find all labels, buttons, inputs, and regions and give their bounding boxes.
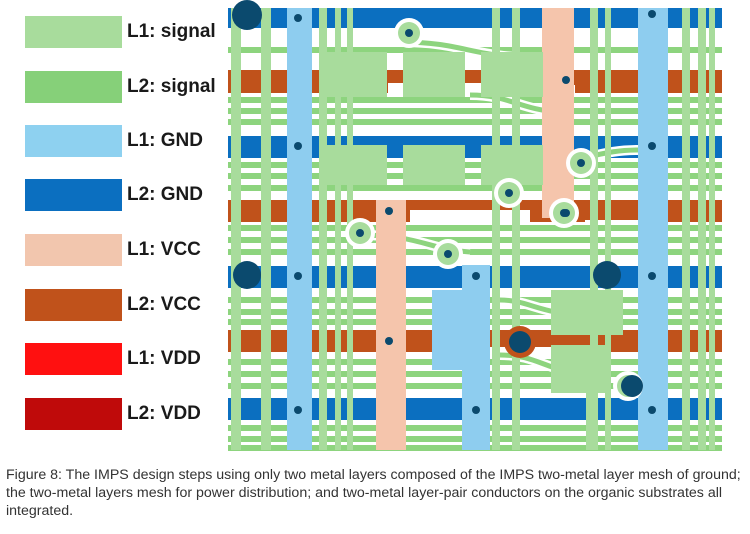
signal-l2-trace-18 (228, 173, 722, 179)
signal-l1-trace-53 (335, 8, 341, 450)
small-via-103 (648, 10, 656, 18)
ground-via-94 (593, 261, 621, 289)
signal-l1-trace-52 (319, 8, 327, 450)
gnd-l1-block-49 (432, 290, 490, 370)
small-via-112 (472, 406, 480, 414)
legend-label-l2-gnd: L2: GND (127, 184, 203, 205)
small-via-109 (385, 207, 393, 215)
vcc-l1-bar-45 (376, 200, 406, 450)
signal-l1-pad-67 (403, 145, 465, 185)
small-via-108 (562, 209, 570, 217)
legend-swatch-l2-vdd (25, 398, 122, 430)
ground-via-96 (621, 375, 643, 397)
via-center-85 (444, 250, 452, 258)
signal-l2-trace-16 (228, 119, 722, 125)
legend-swatch-l1-gnd (25, 125, 122, 157)
signal-l1-trace-56 (512, 8, 520, 450)
signal-l2-trace-15 (228, 108, 722, 114)
signal-l1-pad-65 (481, 52, 543, 97)
small-via-105 (648, 272, 656, 280)
signal-l1-trace-62 (586, 380, 596, 450)
small-via-100 (294, 142, 302, 150)
signal-l1-pad-63 (325, 52, 387, 97)
legend-swatch-l2-gnd (25, 179, 122, 211)
vcc-via-98 (509, 331, 531, 353)
signal-l2-trace-17 (228, 162, 722, 168)
legend-label-l2-vdd: L2: VDD (127, 403, 201, 424)
signal-l1-trace-59 (682, 8, 690, 450)
ground-via-92 (232, 0, 262, 30)
signal-l2-trace-20 (228, 225, 722, 231)
signal-l1-pad-70 (551, 345, 609, 393)
via-center-82 (356, 229, 364, 237)
signal-l1-trace-51 (261, 8, 271, 450)
small-via-104 (648, 142, 656, 150)
legend-swatch-l1-vcc (25, 234, 122, 266)
gnd-l1-bar-46 (287, 8, 312, 450)
small-via-110 (385, 337, 393, 345)
legend-label-l1-vdd: L1: VDD (127, 348, 201, 369)
legend-swatch-l1-vdd (25, 343, 122, 375)
small-via-107 (562, 76, 570, 84)
signal-l1-trace-50 (231, 8, 241, 450)
legend-label-l1-gnd: L1: GND (127, 130, 203, 151)
signal-l2-trace-22 (228, 249, 722, 255)
small-via-101 (294, 272, 302, 280)
figure-caption: Figure 8: The IMPS design steps using on… (6, 467, 741, 519)
legend-label-l1-signal: L1: signal (127, 21, 216, 42)
legend-label-l2-vcc: L2: VCC (127, 294, 201, 315)
small-via-102 (294, 406, 302, 414)
signal-l1-pad-66 (325, 145, 387, 185)
signal-l1-pad-64 (403, 52, 465, 97)
via-center-79 (577, 159, 585, 167)
signal-l1-pad-69 (551, 290, 623, 335)
vcc-l1-bar-44 (542, 8, 574, 218)
small-via-106 (648, 406, 656, 414)
legend-swatch-l1-signal (25, 16, 122, 48)
small-via-111 (472, 272, 480, 280)
signal-l1-trace-58 (605, 8, 611, 450)
legend-swatch-l2-vcc (25, 289, 122, 321)
legend-label-l1-vcc: L1: VCC (127, 239, 201, 260)
ground-via-93 (233, 261, 261, 289)
legend-label-l2-signal: L2: signal (127, 76, 216, 97)
signal-l1-trace-60 (698, 8, 706, 450)
signal-l1-trace-61 (709, 8, 715, 450)
legend-swatch-l2-signal (25, 71, 122, 103)
signal-l2-trace-21 (228, 237, 722, 243)
signal-l1-trace-55 (492, 8, 500, 450)
via-center-73 (405, 29, 413, 37)
via-center-76 (505, 189, 513, 197)
signal-l1-trace-57 (590, 8, 598, 450)
small-via-99 (294, 14, 302, 22)
signal-l2-trace-19 (228, 185, 722, 191)
gnd-l1-bar-47 (638, 8, 668, 450)
